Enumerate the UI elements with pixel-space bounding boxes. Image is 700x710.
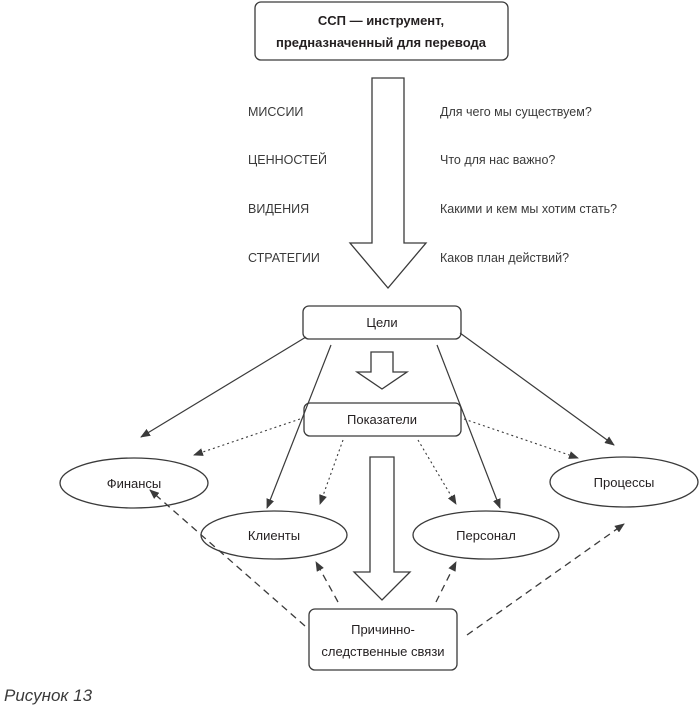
term-missions: МИССИИ (248, 105, 303, 119)
arrow-indicators-processes (463, 418, 579, 459)
question-strategy: Каков план действий? (440, 251, 569, 265)
top-box-line1: ССП — инструмент, (318, 13, 444, 28)
term-strategy: СТРАТЕГИИ (248, 251, 320, 265)
big-down-arrow (348, 77, 428, 290)
arrow-indicators-finance (193, 418, 301, 456)
arrow-causal-clients (315, 561, 339, 603)
arrow-goals-personnel (436, 344, 501, 509)
finance-label: Финансы (107, 476, 162, 491)
personnel-label: Персонал (456, 528, 516, 543)
indicators-box: Показатели (303, 402, 462, 437)
arrow-indicators-personnel (417, 439, 457, 505)
question-vision: Какими и кем мы хотим стать? (440, 202, 617, 216)
clients-node: Клиенты (200, 510, 348, 560)
arrow-causal-personnel (435, 561, 457, 603)
clients-label: Клиенты (248, 528, 300, 543)
causal-label-line2: следственные связи (321, 644, 444, 659)
small-down-arrow (354, 351, 410, 390)
processes-node: Процессы (549, 456, 699, 508)
question-missions: Для чего мы существуем? (440, 105, 592, 119)
arrow-goals-processes (459, 332, 615, 446)
goals-box: Цели (302, 305, 462, 340)
arrow-goals-clients (266, 344, 332, 509)
term-values: ЦЕННОСТЕЙ (248, 152, 327, 167)
arrow-indicators-clients (319, 439, 344, 505)
term-vision: ВИДЕНИЯ (248, 202, 309, 216)
arrow-causal-processes (466, 523, 625, 636)
causal-down-arrow (352, 456, 412, 601)
indicators-label: Показатели (347, 412, 417, 427)
processes-label: Процессы (594, 475, 655, 490)
question-values: Что для нас важно? (440, 153, 555, 167)
causal-box: Причинно- следственные связи (308, 608, 458, 671)
top-box: ССП — инструмент, предназначенный для пе… (254, 1, 509, 61)
figure-caption: Рисунок 13 (4, 686, 93, 705)
top-box-line2: предназначенный для перевода (276, 35, 487, 50)
goals-label: Цели (366, 315, 397, 330)
causal-label-line1: Причинно- (351, 622, 415, 637)
arrow-causal-finance (149, 489, 306, 627)
arrow-goals-finance (140, 336, 307, 438)
goals-arrows (140, 332, 615, 509)
translation-list: МИССИИ Для чего мы существуем? ЦЕННОСТЕЙ… (248, 105, 617, 265)
finance-node: Финансы (59, 457, 209, 509)
personnel-node: Персонал (412, 510, 560, 560)
indicators-arrows (193, 418, 579, 505)
causal-arrows (149, 489, 625, 636)
